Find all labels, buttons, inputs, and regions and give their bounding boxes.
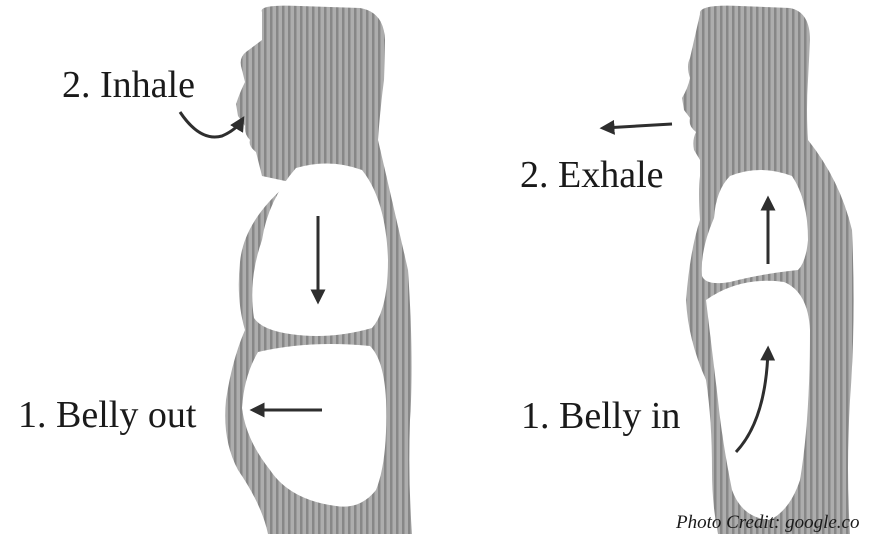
exhale-breath-arrow bbox=[604, 124, 672, 128]
inhale-figure bbox=[180, 6, 412, 534]
exhale-step-label: 2. Exhale bbox=[520, 156, 664, 194]
belly-in-step-label: 1. Belly in bbox=[521, 397, 680, 435]
exhale-figure bbox=[604, 6, 854, 534]
inhale-step-label: 2. Inhale bbox=[62, 66, 195, 104]
inhale-breath-arrow bbox=[180, 112, 242, 137]
belly-out-step-label: 1. Belly out bbox=[18, 396, 196, 434]
photo-credit: Photo Credit: google.co bbox=[676, 513, 859, 532]
inhale-lung-cavity bbox=[252, 163, 388, 336]
